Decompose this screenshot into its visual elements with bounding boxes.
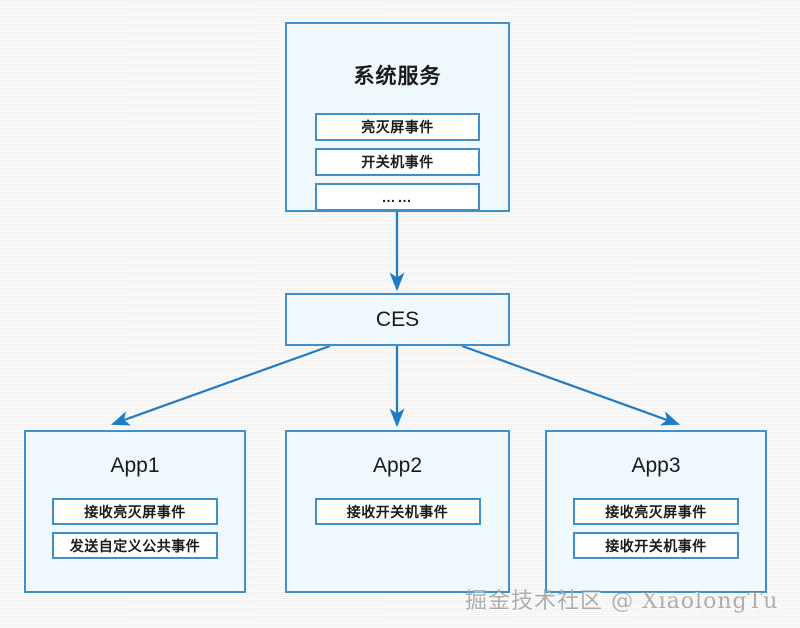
item-label: 亮灭屏事件 — [361, 119, 434, 135]
app3-item-list: 接收亮灭屏事件 接收开关机事件 — [547, 498, 765, 559]
item-label: 开关机事件 — [361, 154, 434, 170]
connector-ces-to-app3 — [461, 344, 681, 426]
watermark-text: 掘金技术社区 @ XiaolongTu — [465, 589, 779, 614]
item-label: 接收开关机事件 — [605, 537, 707, 554]
node-app3[interactable]: App3 接收亮灭屏事件 接收开关机事件 — [545, 430, 767, 593]
item-label: 接收开关机事件 — [346, 503, 449, 520]
list-item[interactable]: …… — [315, 183, 480, 211]
node-app2[interactable]: App2 接收开关机事件 — [285, 430, 510, 593]
node-app1[interactable]: App1 接收亮灭屏事件 发送自定义公共事件 — [24, 430, 246, 593]
node-title-app2: App2 — [372, 454, 423, 477]
item-label: 发送自定义公共事件 — [69, 537, 201, 554]
list-item[interactable]: 接收开关机事件 — [573, 532, 739, 559]
system-service-item-list: 亮灭屏事件 开关机事件 …… — [287, 113, 508, 211]
app2-item-list: 接收开关机事件 — [287, 498, 508, 525]
node-title-ces: CES — [375, 308, 420, 331]
item-label: 接收亮灭屏事件 — [605, 503, 707, 520]
list-item[interactable]: 亮灭屏事件 — [315, 113, 480, 141]
list-item[interactable]: 接收开关机事件 — [314, 498, 481, 525]
list-item[interactable]: 发送自定义公共事件 — [52, 532, 218, 559]
node-title-system-service: 系统服务 — [353, 65, 442, 88]
node-system-service[interactable]: 系统服务 亮灭屏事件 开关机事件 …… — [285, 22, 510, 212]
list-item[interactable]: 开关机事件 — [315, 148, 480, 176]
node-title-app3: App3 — [631, 454, 681, 477]
node-ces[interactable]: CES — [285, 293, 510, 346]
node-title-app1: App1 — [110, 454, 160, 477]
list-item[interactable]: 接收亮灭屏事件 — [52, 498, 218, 525]
item-label: 接收亮灭屏事件 — [84, 503, 186, 520]
item-label: …… — [381, 189, 414, 205]
list-item[interactable]: 接收亮灭屏事件 — [573, 498, 739, 525]
connector-ces-to-app1 — [110, 344, 331, 426]
app1-item-list: 接收亮灭屏事件 发送自定义公共事件 — [26, 498, 244, 559]
